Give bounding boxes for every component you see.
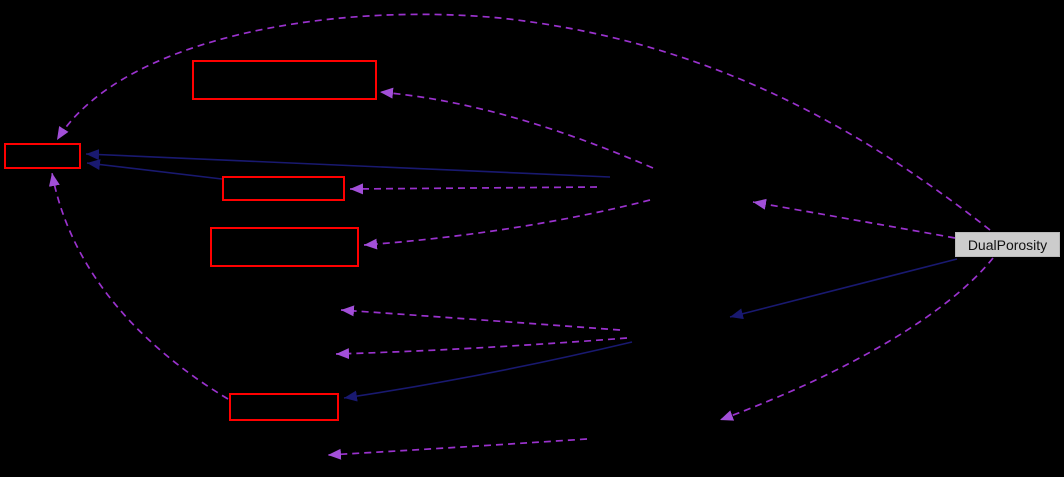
edge-arc-dualporosity-to-left-node [56,13,991,231]
edge-hidden-to-left-node [85,149,611,178]
edge-dualporosity-to-hidden-upper [752,198,956,239]
edge-hidden-to-mid-large-node [363,199,651,250]
edge-hidden-to-hidden-bottom [327,438,588,460]
edge-hidden-to-mid-small-node [349,183,598,195]
edge-hidden-to-hidden-lower-left [335,337,628,360]
edge-hidden-to-bottom-node [343,341,633,402]
edge-hidden-to-top-node [379,87,654,169]
edge-dualporosity-to-hidden-lower-arc [719,257,994,421]
dualporosity-label: DualPorosity [967,236,1048,253]
node-dualporosity[interactable]: DualPorosity [955,232,1060,257]
edge-bottom-node-to-left-node-arc [48,172,229,400]
edge-hidden-to-hidden-upper-left [340,305,621,331]
node-mid-small[interactable] [222,176,345,201]
node-mid-large[interactable] [210,227,359,267]
node-bottom[interactable] [229,393,339,421]
edge-mid-small-to-left-node [86,159,223,180]
node-left[interactable] [4,143,81,169]
node-top[interactable] [192,60,377,100]
edge-dualporosity-to-hidden-middle [729,258,958,320]
